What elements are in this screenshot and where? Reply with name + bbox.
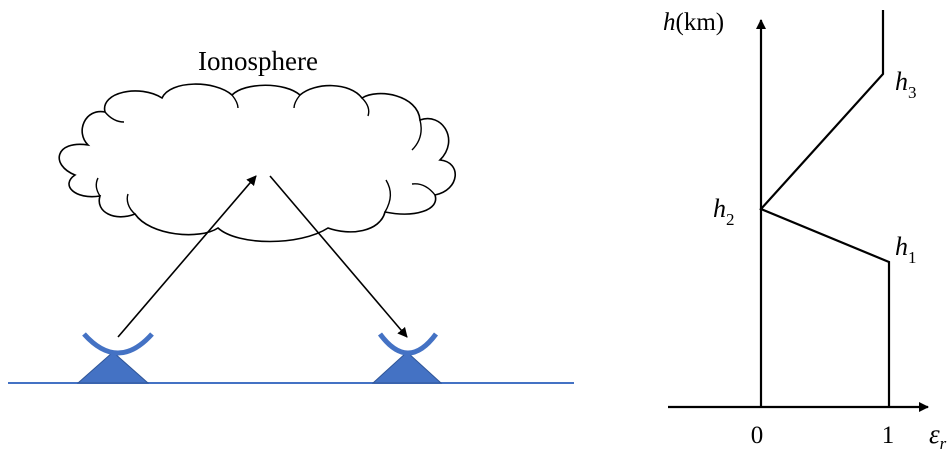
antenna-base (76, 351, 150, 384)
right-panel: h(km) h3 h2 h1 0 1 εr (663, 9, 947, 450)
ionosphere-cloud (58, 83, 456, 243)
cloud-fold (104, 111, 125, 123)
reflected-wave-arrow (269, 175, 408, 338)
antenna-dish (82, 332, 154, 356)
permittivity-profile (759, 10, 891, 407)
cloud-fold (231, 94, 239, 109)
antenna-dish (377, 332, 439, 356)
transmit-antenna (76, 332, 154, 384)
x-tick-0: 0 (751, 422, 764, 449)
upgoing-wave-arrow (117, 175, 257, 338)
ionosphere-label: Ionosphere (198, 46, 318, 76)
x-tick-1: 1 (882, 422, 895, 449)
h-axis-label: h(km) (663, 9, 724, 36)
cloud-fold (411, 183, 436, 196)
epsilon-axis-label: εr (929, 419, 947, 450)
cloud-fold (384, 179, 392, 213)
receive-antenna (371, 332, 443, 384)
cloud-fold (126, 193, 136, 215)
cloud-fold (361, 97, 370, 117)
cloud-fold (411, 119, 422, 151)
h1-label: h1 (895, 232, 917, 267)
left-panel: Ionosphere (8, 46, 574, 384)
cloud-fold (95, 177, 101, 197)
antenna-base (371, 351, 443, 384)
h2-label: h2 (713, 194, 735, 229)
h3-label: h3 (895, 67, 917, 102)
cloud-fold (293, 94, 301, 109)
